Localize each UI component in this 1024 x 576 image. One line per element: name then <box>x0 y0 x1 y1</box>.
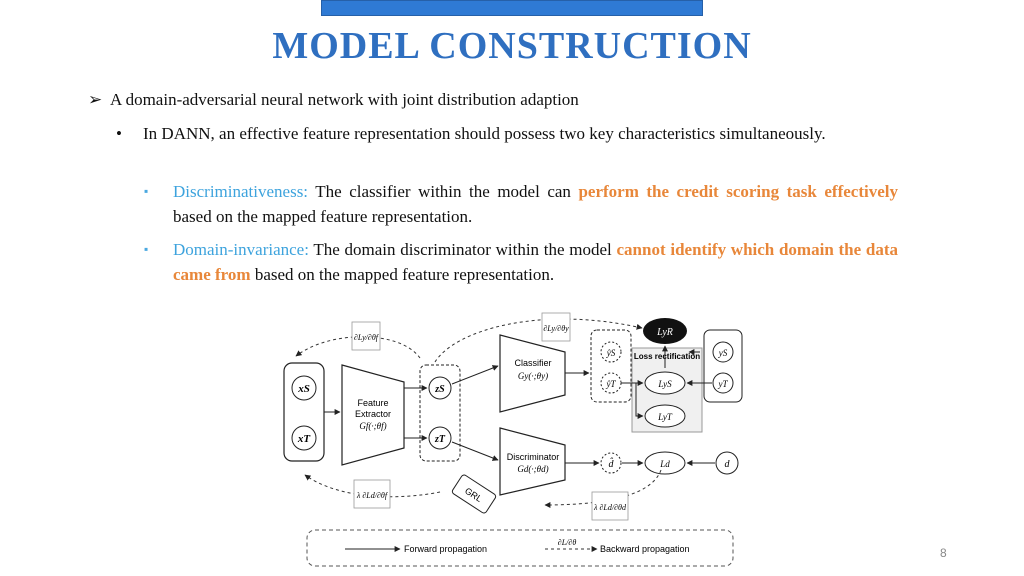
bullet-level1: ➢ A domain-adversarial neural network wit… <box>88 90 579 110</box>
grad-label-lam-dld-dthd: λ ∂Ld/∂θd <box>593 503 627 512</box>
feature-extractor-label-2: Extractor <box>355 409 391 419</box>
grl-block: GRL <box>451 474 497 514</box>
grad-label-lam-dld-dthf: λ ∂Ld/∂θf <box>356 491 389 500</box>
grad-label-dly-dthy: ∂Ly/∂θy <box>543 324 569 333</box>
label-ys-node <box>712 341 734 363</box>
domain-invariance-highlight: cannot identify which domain the data ca… <box>173 240 898 284</box>
term-domain-invariance: Domain-invariance: <box>173 240 309 259</box>
bullet-level2: • In DANN, an effective feature represen… <box>116 121 898 146</box>
domain-label-text: d <box>725 459 731 470</box>
loss-yt-label: LyT <box>657 412 673 422</box>
grad-box-lam-dld-dthf <box>353 479 391 509</box>
loss-d-node <box>644 451 686 475</box>
feature-zt-label: zT <box>434 434 446 445</box>
prediction-yt-label: ŷT <box>606 379 617 389</box>
small-dot-bullet-icon: ▪ <box>144 184 149 198</box>
discriminativeness-highlight: perform the credit scoring task effectiv… <box>578 182 898 201</box>
discriminativeness-post: based on the mapped feature representati… <box>173 207 473 226</box>
feature-extractor-block <box>341 364 405 466</box>
small-dot-bullet-icon: ▪ <box>144 242 149 256</box>
loss-rectification-label: Loss rectification <box>634 352 700 361</box>
discriminator-label-2: Gd(·;θd) <box>517 464 548 474</box>
domain-label-node <box>715 451 739 475</box>
slide-title: MODEL CONSTRUCTION <box>272 25 752 67</box>
label-ys-label: yS <box>718 348 728 358</box>
grad-box-lam-dld-dthd <box>591 491 629 521</box>
legend-backward-label: Backward propagation <box>600 544 690 554</box>
loss-d-label: Ld <box>659 459 670 469</box>
domain-invariance-post: based on the mapped feature representati… <box>254 265 555 284</box>
legend-box <box>306 529 734 567</box>
feature-extractor-label-3: Gf(·;θf) <box>359 421 386 431</box>
dot-bullet-icon: • <box>116 124 122 143</box>
term-discriminativeness: Discriminativeness: <box>173 182 309 201</box>
arrow-bullet-icon: ➢ <box>88 90 103 109</box>
grad-box-dly-dthy <box>541 312 571 342</box>
domain-pred-label: d̂ <box>609 457 615 470</box>
loss-ry-node <box>643 318 687 344</box>
page-number: 8 <box>940 546 947 560</box>
feature-zs-node <box>428 376 452 400</box>
domain-invariance-pre: The domain discriminator within the mode… <box>313 240 612 259</box>
legend-forward-label: Forward propagation <box>404 544 487 554</box>
bullet-domain-invariance: ▪ Domain-invariance: The domain discrimi… <box>144 237 898 287</box>
grad-box-dly-dthf <box>351 321 381 351</box>
label-group-box <box>703 329 743 403</box>
label-yt-node <box>712 372 734 394</box>
legend-dl-dth-label: ∂L/∂θ <box>558 538 577 547</box>
loss-ys-label: LyS <box>657 379 672 389</box>
classifier-label-1: Classifier <box>514 358 551 368</box>
feature-zs-label: zS <box>434 384 445 395</box>
title-accent-bar <box>321 0 703 16</box>
bullet-discriminativeness: ▪ Discriminativeness: The classifier wit… <box>144 179 898 229</box>
label-yt-label: yT <box>718 379 729 389</box>
loss-ry-label: LyR <box>656 327 673 338</box>
domain-pred-node <box>600 452 622 474</box>
input-xs-node <box>291 375 317 401</box>
discriminativeness-pre: The classifier within the model can <box>315 182 571 201</box>
input-xt-node <box>291 425 317 451</box>
discriminator-block <box>499 427 566 496</box>
input-xs-label: xS <box>297 383 310 395</box>
grad-label-dly-dthf: ∂Ly/∂θf <box>354 333 380 342</box>
prediction-ys-label: ŷS <box>606 348 616 358</box>
classifier-block <box>499 334 566 413</box>
bullet-level2-text: In DANN, an effective feature representa… <box>143 124 826 143</box>
prediction-group-box <box>590 329 632 403</box>
discriminator-label-1: Discriminator <box>507 452 560 462</box>
input-xt-label: xT <box>297 433 312 445</box>
feature-extractor-label-1: Feature <box>357 398 388 408</box>
forward-arrows <box>324 345 715 466</box>
prediction-ys-node <box>600 341 622 363</box>
feature-zt-node <box>428 426 452 450</box>
classifier-label-2: Gy(·;θy) <box>518 371 548 381</box>
bullet-level1-text: A domain-adversarial neural network with… <box>110 90 579 109</box>
loss-yt-node <box>644 404 686 428</box>
loss-ys-node <box>644 371 686 395</box>
